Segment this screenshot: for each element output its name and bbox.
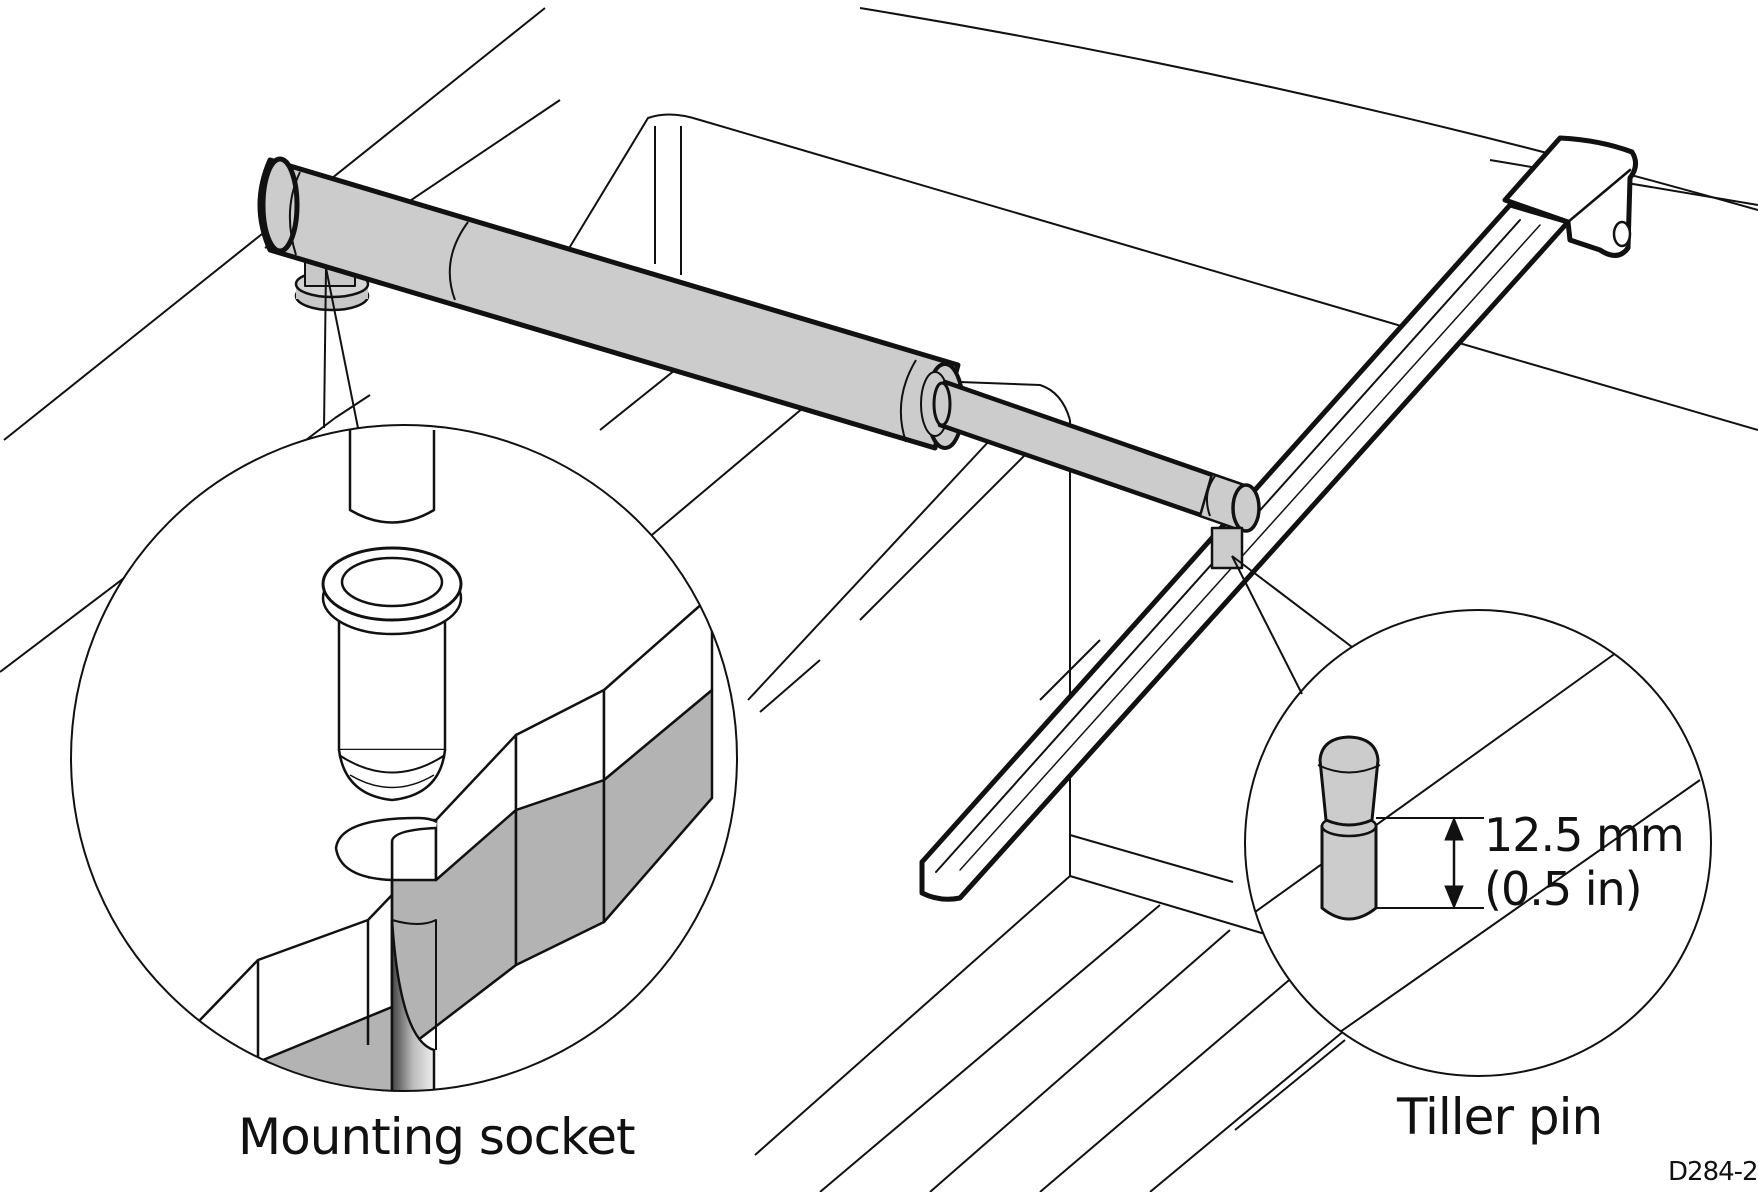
mounting-socket-label: Mounting socket xyxy=(238,1108,636,1166)
dimension-imperial-label: (0.5 in) xyxy=(1484,862,1643,916)
tiller-pin xyxy=(1317,735,1381,921)
mounting-socket-leader xyxy=(323,267,359,429)
figure-code-label: D284-2 xyxy=(1668,1157,1758,1187)
boat-deck-lines xyxy=(0,7,1758,1192)
tiller-pilot-actuator xyxy=(257,156,1261,570)
tiller-pin-detail xyxy=(1244,609,1712,1077)
mounting-socket-detail xyxy=(70,424,738,1092)
tiller-pin-leader xyxy=(1231,555,1353,695)
tiller-pin-label: Tiller pin xyxy=(1397,1088,1603,1146)
dimension-marker xyxy=(1376,816,1484,910)
dimension-metric-label: 12.5 mm xyxy=(1484,808,1685,862)
